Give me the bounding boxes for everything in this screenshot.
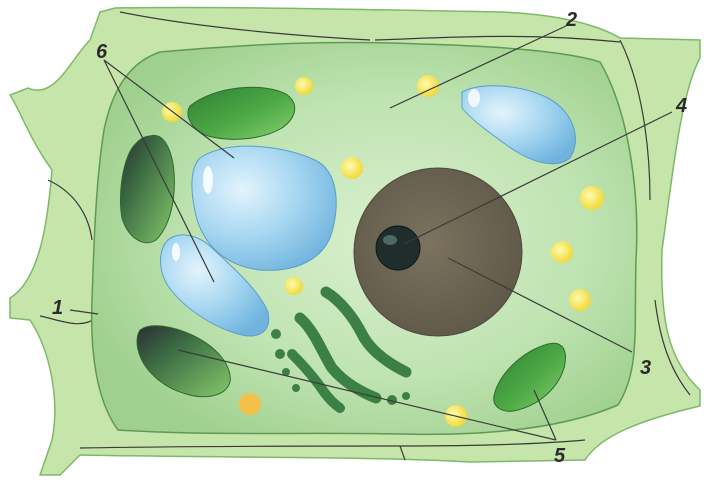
nucleolus (376, 226, 420, 270)
vacuole-highlight (468, 89, 480, 107)
vacuole-highlight (203, 166, 213, 194)
er-vesicle (271, 329, 281, 339)
granule (285, 277, 303, 295)
granule (341, 157, 363, 179)
granule (239, 393, 261, 415)
label-6: 6 (96, 41, 108, 63)
nucleolus-highlight (383, 235, 397, 245)
er-vesicle (402, 392, 410, 400)
label-1: 1 (52, 297, 63, 319)
label-5: 5 (554, 445, 566, 467)
granule (551, 241, 573, 263)
granule (295, 77, 313, 95)
label-4: 4 (675, 95, 687, 117)
granule (580, 186, 604, 210)
er-vesicle (292, 384, 300, 392)
label-2: 2 (565, 9, 577, 31)
granule (569, 289, 591, 311)
er-vesicle (275, 349, 285, 359)
label-3: 3 (640, 357, 651, 379)
vacuole-highlight (172, 243, 180, 261)
